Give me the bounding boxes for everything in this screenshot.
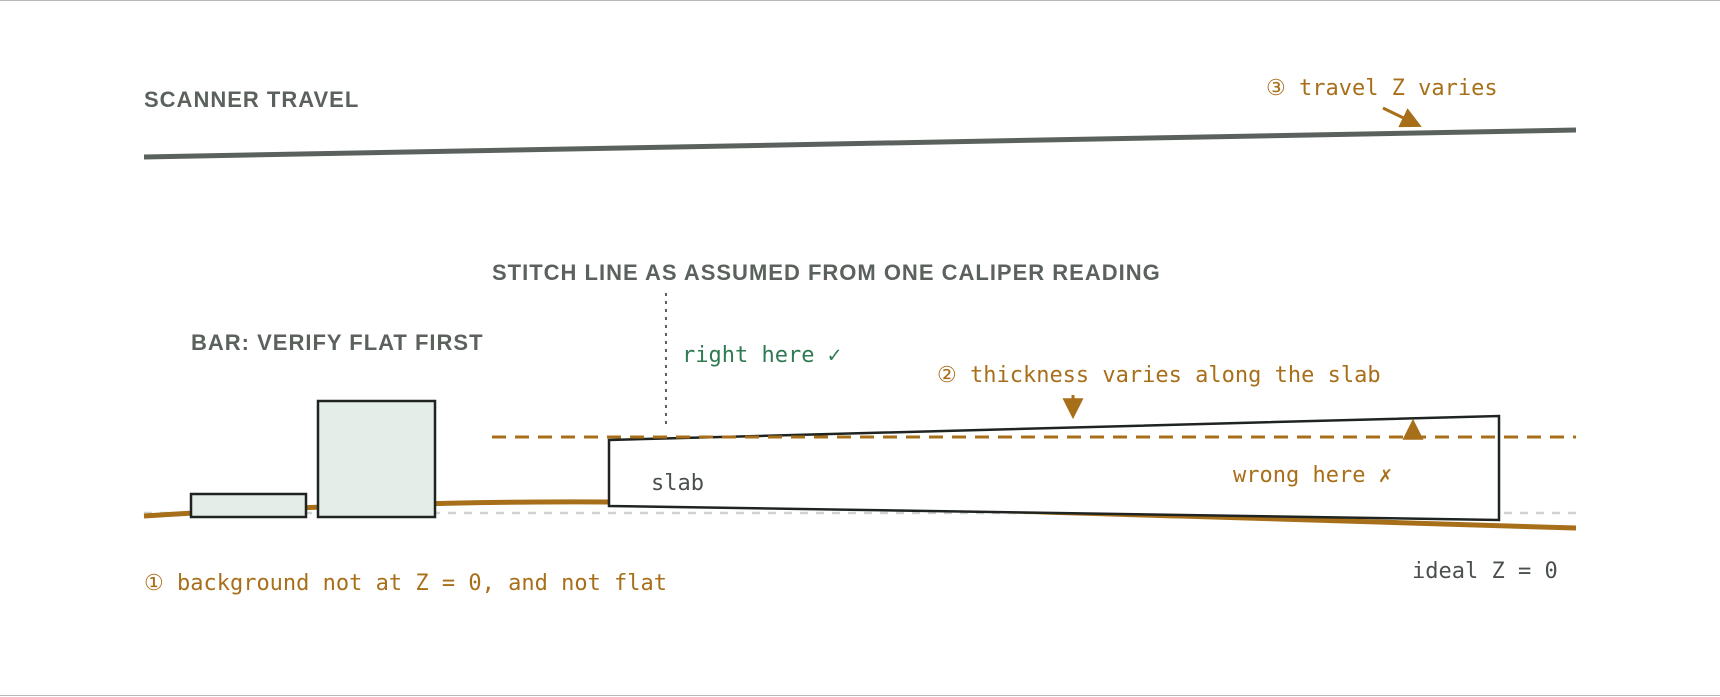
travel-z-varies-label: ③ travel Z varies bbox=[1266, 76, 1498, 101]
wrong-here-label: wrong here ✗ bbox=[1233, 463, 1392, 488]
slab-shape bbox=[607, 414, 1501, 522]
bar-verify-label: BAR: VERIFY FLAT FIRST bbox=[191, 330, 484, 355]
right-here-label: right here ✓ bbox=[682, 343, 841, 368]
background-note: ① background not at Z = 0, and not flat bbox=[144, 571, 667, 596]
bar-tall bbox=[316, 399, 437, 519]
travel-z-arrow bbox=[1382, 106, 1422, 128]
stitch-line-label: STITCH LINE AS ASSUMED FROM ONE CALIPER … bbox=[492, 260, 1161, 285]
scanner-travel-line bbox=[143, 127, 1577, 160]
slab-label: slab bbox=[651, 471, 704, 496]
scanner-travel-label: SCANNER TRAVEL bbox=[144, 87, 359, 112]
ideal-z-label: ideal Z = 0 bbox=[1412, 559, 1558, 584]
thickness-varies-label: ② thickness varies along the slab bbox=[937, 363, 1381, 388]
bar-small bbox=[189, 492, 308, 519]
